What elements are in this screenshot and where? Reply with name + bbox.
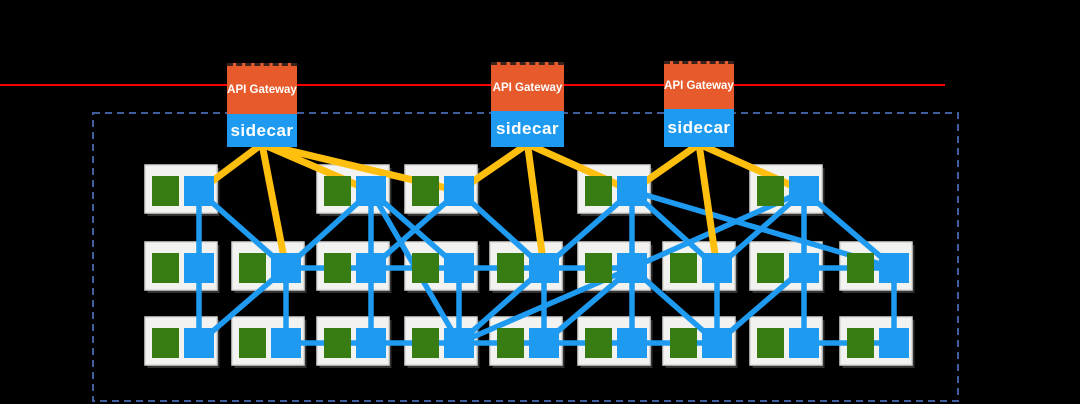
sidecar-proxy-square <box>789 253 819 283</box>
sidecar-proxy-square <box>789 328 819 358</box>
sidecar-proxy-square <box>529 328 559 358</box>
app-container-square <box>412 328 439 358</box>
api-gateway-group-2: API Gateway sidecar <box>491 62 564 147</box>
gateway-edge <box>695 140 721 272</box>
sidecar-proxy-square <box>879 328 909 358</box>
app-container-square <box>757 328 784 358</box>
sidecar-proxy-square <box>444 176 474 206</box>
app-container-square <box>324 253 351 283</box>
api-gateway-label: API Gateway <box>664 80 734 93</box>
sidecar-proxy-square <box>444 253 474 283</box>
sidecar-proxy-square <box>356 176 386 206</box>
sidecar-label: sidecar <box>230 120 294 140</box>
sidecar-proxy-square <box>702 253 732 283</box>
app-container-square <box>497 253 524 283</box>
app-container-square <box>152 253 179 283</box>
sidecar-box: sidecar <box>227 114 297 147</box>
sidecar-proxy-square <box>617 176 647 206</box>
sidecar-proxy-square <box>184 253 214 283</box>
api-gateway-box: API Gateway <box>227 63 297 114</box>
sidecar-label: sidecar <box>667 118 731 137</box>
sidecar-proxy-square <box>271 328 301 358</box>
sidecar-proxy-square <box>184 328 214 358</box>
sidecar-proxy-square <box>356 328 386 358</box>
app-container-square <box>412 253 439 283</box>
app-container-square <box>757 253 784 283</box>
app-container-square <box>412 176 439 206</box>
api-gateway-box: API Gateway <box>664 61 734 109</box>
sidecar-proxy-square <box>879 253 909 283</box>
app-container-square <box>497 328 524 358</box>
sidecar-proxy-square <box>789 176 819 206</box>
api-gateway-label: API Gateway <box>492 81 563 94</box>
app-container-square <box>847 253 874 283</box>
sidecar-proxy-square <box>702 328 732 358</box>
app-container-square <box>757 176 784 206</box>
app-container-square <box>239 253 266 283</box>
sidecar-proxy-square <box>529 253 559 283</box>
gateway-edge <box>258 140 290 272</box>
api-gateway-label: API Gateway <box>227 83 297 96</box>
sidecar-proxy-square <box>184 176 214 206</box>
app-container-square <box>670 328 697 358</box>
app-container-square <box>152 176 179 206</box>
app-container-square <box>585 328 612 358</box>
sidecar-proxy-square <box>617 253 647 283</box>
sidecar-label: sidecar <box>495 119 560 138</box>
api-gateway-group-1: API Gateway sidecar <box>227 63 297 147</box>
app-container-square <box>324 176 351 206</box>
app-container-square <box>847 328 874 358</box>
sidecar-proxy-square <box>356 253 386 283</box>
app-container-square <box>585 176 612 206</box>
sidecar-box: sidecar <box>491 111 564 147</box>
containers-layer <box>152 176 909 358</box>
app-container-square <box>239 328 266 358</box>
api-gateway-group-3: API Gateway sidecar <box>664 61 734 147</box>
app-container-square <box>324 328 351 358</box>
sidecar-box: sidecar <box>664 109 734 147</box>
gateway-edge <box>524 140 548 272</box>
app-container-square <box>670 253 697 283</box>
app-container-square <box>585 253 612 283</box>
sidecar-proxy-square <box>444 328 474 358</box>
gateway-edge <box>524 140 636 195</box>
sidecar-proxy-square <box>617 328 647 358</box>
gateway-edge <box>695 140 808 195</box>
app-container-square <box>152 328 179 358</box>
api-gateway-box: API Gateway <box>491 62 564 111</box>
sidecar-proxy-square <box>271 253 301 283</box>
